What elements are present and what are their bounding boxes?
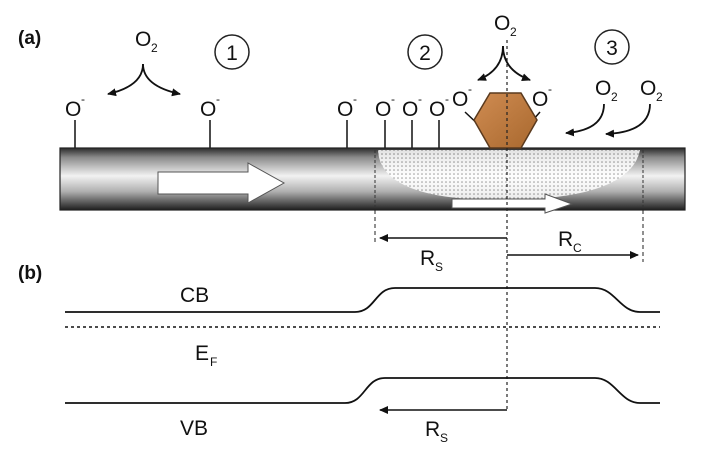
semiconductor-nanorod — [59, 147, 686, 214]
o2-label-region-1: O 2 — [135, 28, 158, 55]
region-3-number: 3 — [606, 37, 618, 60]
o2-symbol: O — [494, 12, 510, 35]
o2-symbol: O — [640, 77, 656, 100]
o-ion-symbol: O — [532, 88, 548, 111]
o2-subscript: 2 — [510, 25, 517, 39]
o-ion-charge: - — [418, 92, 422, 106]
o-ion-symbol: O — [429, 98, 445, 121]
o-ion-charge: - — [81, 92, 85, 106]
vb-label: VB — [180, 417, 208, 440]
o-ion-charge: - — [216, 92, 220, 106]
o-ion-symbol: O — [200, 98, 216, 121]
band-diagram: CB E F VB R S — [65, 284, 660, 445]
rc-dimension-a: R C — [507, 210, 644, 262]
o2-subscript: 2 — [611, 90, 618, 104]
rs-subscript: S — [435, 260, 443, 274]
rs-subscript: S — [440, 431, 448, 445]
o-ion: O - — [402, 92, 422, 148]
region-2-marker: 2 — [407, 34, 443, 70]
o2-label-region-3-b: O 2 — [640, 77, 663, 104]
o-ion-charge: - — [391, 92, 395, 106]
rs-label: R — [425, 418, 440, 441]
o2-arrows-region-3 — [565, 103, 651, 138]
rc-subscript: C — [573, 241, 582, 255]
o-ion-symbol: O — [402, 98, 418, 121]
o-ion-charge: - — [548, 82, 552, 96]
region-3-marker: 3 — [594, 29, 630, 65]
o-ion: O - — [375, 92, 395, 148]
region-1-marker: 1 — [214, 34, 250, 70]
cb-label: CB — [180, 284, 209, 307]
o-ion-charge: - — [468, 82, 472, 96]
rc-label: R — [558, 228, 573, 251]
o-ion: O - — [200, 92, 220, 148]
o-ion: O - — [65, 92, 85, 148]
o2-symbol: O — [135, 28, 151, 51]
ef-label: E — [195, 342, 209, 365]
panel-b-label: (b) — [18, 263, 42, 284]
o-ion: O - — [337, 92, 357, 148]
o-ion-symbol: O — [65, 98, 81, 121]
region-2-number: 2 — [419, 42, 431, 65]
o-ion-symbol: O — [375, 98, 391, 121]
valence-band-line — [65, 377, 660, 404]
depletion-region — [378, 150, 640, 200]
o2-symbol: O — [595, 77, 611, 100]
o2-split-arrows-region-1 — [107, 63, 181, 97]
conduction-band-line — [65, 287, 660, 313]
o2-split-arrows-particle — [477, 45, 531, 81]
rs-dimension-b: R S — [379, 406, 507, 445]
o-ion-symbol: O — [337, 98, 353, 121]
ef-subscript: F — [210, 355, 217, 369]
electron-flow-arrow-large — [157, 162, 286, 204]
electron-flow-arrow-small — [451, 193, 574, 214]
catalyst-particle — [473, 92, 538, 149]
o-ion: O - — [429, 92, 449, 148]
rs-label: R — [420, 247, 435, 270]
o-ion-charge: - — [445, 92, 449, 106]
o-ion-charge: - — [353, 92, 357, 106]
region-1-number: 1 — [226, 42, 238, 65]
o2-subscript: 2 — [151, 41, 158, 55]
o2-subscript: 2 — [656, 90, 663, 104]
o2-label-particle: O 2 — [494, 12, 517, 39]
o-ion-symbol: O — [452, 88, 468, 111]
rs-dimension-a: R S — [374, 210, 507, 274]
o2-label-region-3-a: O 2 — [595, 77, 618, 104]
panel-a-label: (a) — [18, 28, 41, 49]
